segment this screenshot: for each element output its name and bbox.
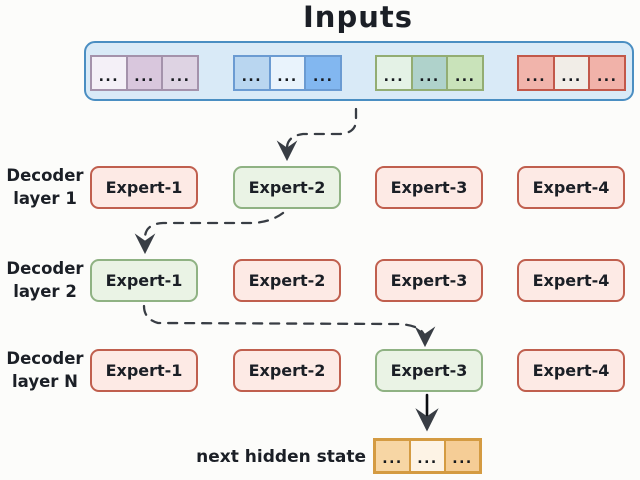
token-group-blue: ... ... ... [233, 55, 342, 91]
expert-4-layer-n: Expert-4 [517, 349, 625, 392]
token-cell: ... [447, 56, 484, 90]
token-cell: ... [518, 56, 554, 90]
token-cell: ... [410, 440, 445, 472]
token-cell: ... [411, 56, 448, 90]
token-group-purple: ... ... ... [90, 55, 199, 91]
expert-2-layer-2: Expert-2 [233, 259, 341, 302]
expert-4-layer-2: Expert-4 [517, 259, 625, 302]
token-cell: ... [445, 440, 480, 472]
expert-1-layer-n: Expert-1 [90, 349, 198, 392]
token-cell: ... [91, 56, 127, 90]
page-title: Inputs [303, 0, 413, 34]
arrow-expert1-to-expert3 [142, 304, 436, 348]
token-cell: ... [375, 440, 410, 472]
expert-4-layer-1: Expert-4 [517, 166, 625, 209]
decoder-layer-1-label: Decoder layer 1 [6, 166, 84, 208]
expert-2-layer-n: Expert-2 [233, 349, 341, 392]
arrow-inputs-to-expert2 [276, 107, 358, 162]
expert-3-layer-n: Expert-3 [375, 349, 483, 392]
next-hidden-state-tokens: ... ... ... [373, 438, 482, 474]
token-cell: ... [126, 56, 163, 90]
arrow-expert2-to-expert1 [134, 211, 285, 255]
token-cell: ... [162, 56, 199, 90]
next-hidden-state-label: next hidden state [196, 447, 366, 467]
token-cell: ... [234, 56, 270, 90]
token-cell: ... [269, 56, 306, 90]
expert-1-layer-1: Expert-1 [90, 166, 198, 209]
token-cell: ... [553, 56, 590, 90]
expert-3-layer-2: Expert-3 [375, 259, 483, 302]
token-cell: ... [589, 56, 626, 90]
expert-2-layer-1: Expert-2 [233, 166, 341, 209]
decoder-layer-2-label: Decoder layer 2 [6, 259, 84, 301]
decoder-layer-n-label: Decoder layer N [6, 349, 84, 391]
expert-1-layer-2: Expert-1 [90, 259, 198, 302]
expert-3-layer-1: Expert-3 [375, 166, 483, 209]
token-group-red: ... ... ... [517, 55, 626, 91]
token-cell: ... [305, 56, 342, 90]
token-cell: ... [376, 56, 412, 90]
token-group-green: ... ... ... [375, 55, 484, 91]
inputs-container: ... ... ... ... ... ... ... ... ... ... … [84, 41, 634, 101]
